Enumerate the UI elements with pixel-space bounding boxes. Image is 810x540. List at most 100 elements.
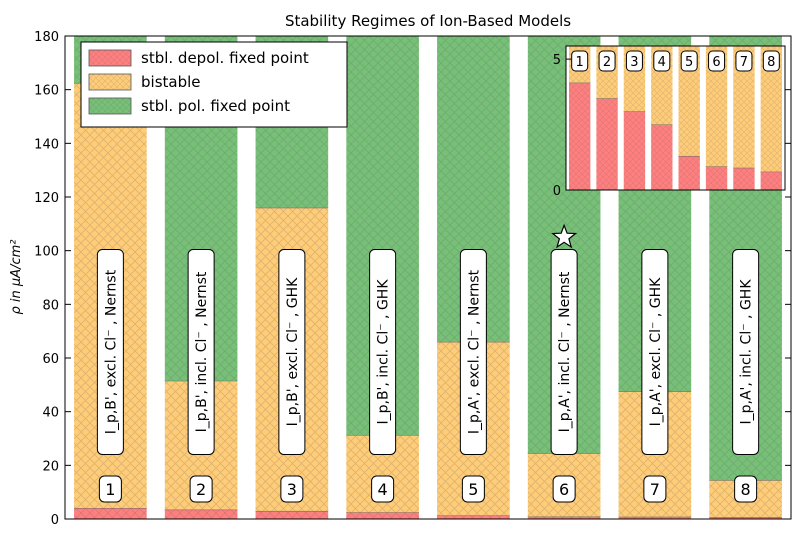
legend-label-0: stbl. depol. fixed point (141, 49, 309, 67)
y-tick-label: 160 (34, 84, 59, 99)
bar-label-text: I_p,A', excl. Cl⁻ , Nernst (466, 269, 482, 434)
bar-label-7: I_p,A', excl. Cl⁻ , GHK (641, 249, 669, 455)
legend-label-1: bistable (141, 73, 201, 91)
inset-number-badge-2 (598, 50, 616, 72)
bar-6-segment-0-hatch (527, 516, 601, 519)
bar-label-text: I_p,A', excl. Cl⁻ , GHK (648, 277, 664, 426)
bar-2-segment-0-hatch (164, 509, 238, 519)
inset-bar-7-segment-1-hatch (733, 46, 755, 168)
inset-bar-6-segment-0-hatch (705, 166, 728, 190)
bar-number-text-3: 3 (287, 480, 297, 499)
inset-bar-8-segment-1-hatch (760, 46, 782, 172)
y-axis: 0 20 40 60 80 100 120 140 160 180 (34, 30, 791, 528)
y-tick-label: 140 (34, 137, 59, 152)
bar-number-badge-3 (280, 475, 304, 503)
y-tick-label: 180 (34, 30, 59, 45)
bar-number-badge-6 (552, 475, 576, 503)
bar-label-box (550, 249, 578, 455)
bar-number-text-8: 8 (741, 480, 751, 499)
y-tick-label: 100 (34, 245, 59, 260)
bar-number-badge-5 (461, 475, 485, 503)
bar-label-text: I_p,B', excl. Cl⁻ , GHK (285, 277, 301, 426)
bar-label-5: I_p,A', excl. Cl⁻ , Nernst (459, 249, 487, 455)
inset-number-text-2: 2 (603, 55, 611, 70)
legend-swatch-hatch-1 (89, 74, 131, 90)
bar-label-3: I_p,B', excl. Cl⁻ , GHK (278, 249, 306, 455)
y-axis-label: ρ in μA/cm² (9, 240, 24, 315)
inset-number-text-5: 5 (685, 55, 693, 70)
bar-label-4: I_p,B', incl. Cl⁻ , GHK (369, 249, 397, 455)
inset-number-badge-8 (762, 50, 780, 72)
inset-bar-3-segment-0-hatch (623, 111, 646, 190)
bar-label-box (187, 249, 215, 455)
bar-label-6: I_p,A', incl. Cl⁻ , Nernst (550, 249, 578, 455)
bar-number-text-5: 5 (468, 480, 478, 499)
bar-label-text: I_p,A', incl. Cl⁻ , GHK (739, 279, 755, 425)
bar-number-badge-1 (98, 475, 122, 503)
inset-number-text-4: 4 (658, 55, 666, 70)
inset-number-text-8: 8 (767, 55, 775, 70)
y-tick-label: 60 (42, 352, 59, 367)
bar-label-text: I_p,B', excl. Cl⁻ , Nernst (103, 269, 119, 434)
chart-title: Stability Regimes of Ion-Based Models (285, 12, 571, 30)
bar-label-box (96, 249, 124, 455)
bar-3-segment-0-hatch (255, 510, 329, 519)
inset-number-text-1: 1 (576, 55, 584, 70)
bar-number-text-4: 4 (378, 480, 388, 499)
bar-label-text: I_p,A', incl. Cl⁻ , Nernst (557, 271, 573, 432)
inset-number-badge-7 (735, 50, 753, 72)
y-tick-label: 20 (42, 459, 59, 474)
legend-label-2: stbl. pol. fixed point (141, 97, 290, 115)
bar-number-badges: 1 2 3 4 5 6 7 8 (98, 475, 758, 503)
inset-bar-8-segment-0-hatch (760, 171, 782, 190)
inset-number-text-7: 7 (740, 55, 748, 70)
inset-y-tick-label: 5 (553, 53, 561, 68)
inset-number-badge-6 (708, 50, 726, 72)
bar-number-text-6: 6 (559, 480, 569, 499)
inset-number-badge-3 (625, 50, 643, 72)
inset-bar-1-segment-0-hatch (569, 82, 591, 190)
y-tick-label: 120 (34, 191, 59, 206)
bar-label-box (732, 249, 760, 455)
bar-number-text-1: 1 (105, 480, 115, 499)
plot-frame (64, 35, 792, 520)
inset-bar-6-segment-1-hatch (705, 46, 728, 167)
inset-frame (565, 45, 786, 191)
bar-number-badge-8 (734, 475, 758, 503)
bar-label-2: I_p,B', incl. Cl⁻ , Nernst (187, 249, 215, 455)
inset-number-badge-5 (680, 50, 698, 72)
bar-number-text-2: 2 (196, 480, 206, 499)
y-tick-label: 80 (42, 298, 59, 313)
bar-4-segment-0-hatch (346, 512, 419, 519)
bar-number-badge-7 (643, 475, 667, 503)
bar-label-1: I_p,B', excl. Cl⁻ , Nernst (96, 249, 124, 455)
inset-number-text-6: 6 (712, 55, 720, 70)
bar-label-box (278, 249, 306, 455)
bar-label-8: I_p,A', incl. Cl⁻ , GHK (732, 249, 760, 455)
y-tick-label: 0 (51, 513, 59, 528)
inset-number-badge-1 (571, 50, 589, 72)
bar-7-segment-0-hatch (618, 516, 692, 519)
bar-number-badge-2 (189, 475, 213, 503)
legend-swatch-hatch-0 (89, 50, 131, 66)
inset-bar-5-segment-0-hatch (678, 155, 700, 190)
bar-label-box (459, 249, 487, 455)
legend-swatch-hatch-2 (89, 98, 131, 114)
inset-bar-2-segment-0-hatch (596, 98, 618, 190)
bar-number-text-7: 7 (650, 480, 660, 499)
bar-number-badge-4 (371, 475, 395, 503)
inset-number-text-3: 3 (630, 55, 638, 70)
bar-label-box (641, 249, 669, 455)
bar-8-segment-0-hatch (709, 517, 782, 519)
bar-label-box (369, 249, 397, 455)
legend: stbl. depol. fixed point bistable stbl. po… (80, 41, 348, 128)
inset-bar-4-segment-0-hatch (651, 124, 673, 190)
star-marker (551, 223, 578, 249)
bar-label-text: I_p,B', incl. Cl⁻ , GHK (376, 279, 392, 425)
bar-5-segment-0-hatch (437, 515, 510, 519)
bar-1-segment-0-hatch (74, 507, 147, 519)
y-tick-label: 40 (42, 406, 59, 421)
bar-labels-layer: I_p,B', excl. Cl⁻ , Nernst I_p,B', incl. … (96, 249, 760, 455)
